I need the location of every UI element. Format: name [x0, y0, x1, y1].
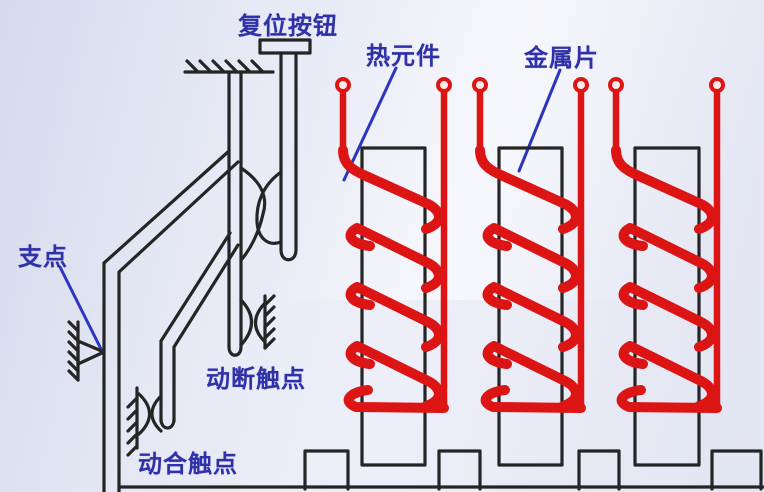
pivot-triangle — [76, 339, 106, 366]
normally-closed-contact — [239, 294, 276, 350]
label-fulcrum: 支点 — [18, 243, 68, 271]
base — [117, 449, 764, 491]
label-metal-strip: 金属片 — [524, 44, 599, 72]
label-reset-button: 复位按钮 — [238, 12, 338, 40]
label-heating-element: 热元件 — [366, 42, 441, 70]
heater-unit-2 — [474, 79, 587, 408]
heating-element-leader-line — [342, 66, 398, 182]
heater-unit-3 — [610, 79, 723, 408]
hanging-rod — [227, 70, 243, 357]
fulcrum-leader-line — [58, 265, 103, 351]
label-nc-contact: 动断触点 — [206, 365, 306, 393]
reset-button-cap — [258, 38, 312, 55]
snap-cam — [239, 166, 283, 261]
leader-lines — [58, 66, 562, 351]
reset-button — [258, 38, 312, 262]
label-no-contact: 动合触点 — [138, 450, 238, 478]
normally-open-contact — [126, 386, 163, 457]
ceiling-support — [183, 59, 275, 74]
heater-unit-1 — [337, 79, 450, 408]
metal-strip-leader-line — [517, 68, 562, 173]
reset-button-plunger — [279, 51, 298, 262]
lever — [102, 149, 240, 492]
fulcrum-pivot — [67, 320, 106, 382]
no-contact-rod — [159, 231, 240, 430]
